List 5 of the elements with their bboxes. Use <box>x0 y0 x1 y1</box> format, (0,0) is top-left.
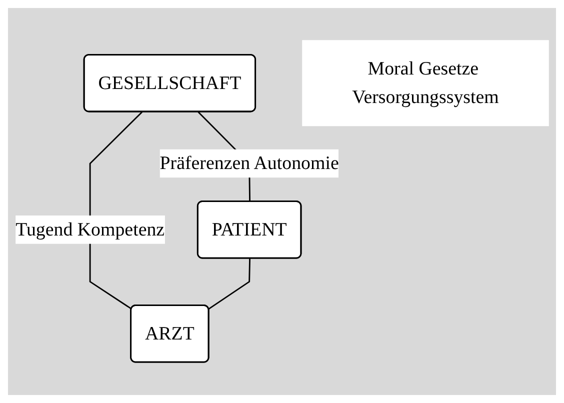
connector <box>89 112 143 310</box>
edge-label: Präferenzen Autonomie <box>160 153 339 174</box>
node-box: Moral Gesetze Versorgungssystem <box>302 40 549 126</box>
connector <box>208 258 250 310</box>
edge-label: Tugend Kompetenz <box>16 219 165 240</box>
